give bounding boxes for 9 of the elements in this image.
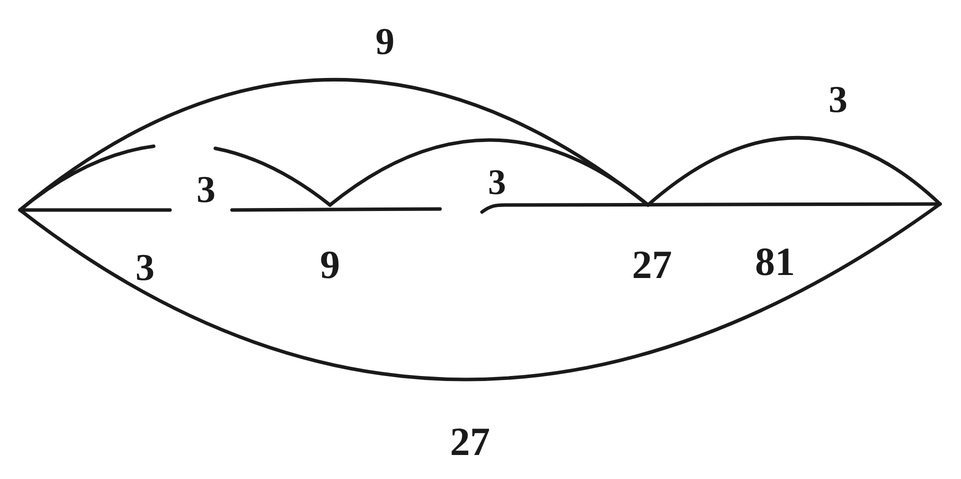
number-label: 9	[376, 23, 394, 61]
number-label: 27	[450, 422, 490, 462]
number-label: 3	[828, 81, 848, 119]
number-label: 3	[136, 249, 154, 287]
number-label: 27	[632, 245, 672, 285]
number-label: 3	[488, 164, 506, 200]
number-label: 3	[196, 171, 216, 209]
number-label: 9	[320, 245, 340, 285]
number-label: 81	[755, 242, 795, 282]
